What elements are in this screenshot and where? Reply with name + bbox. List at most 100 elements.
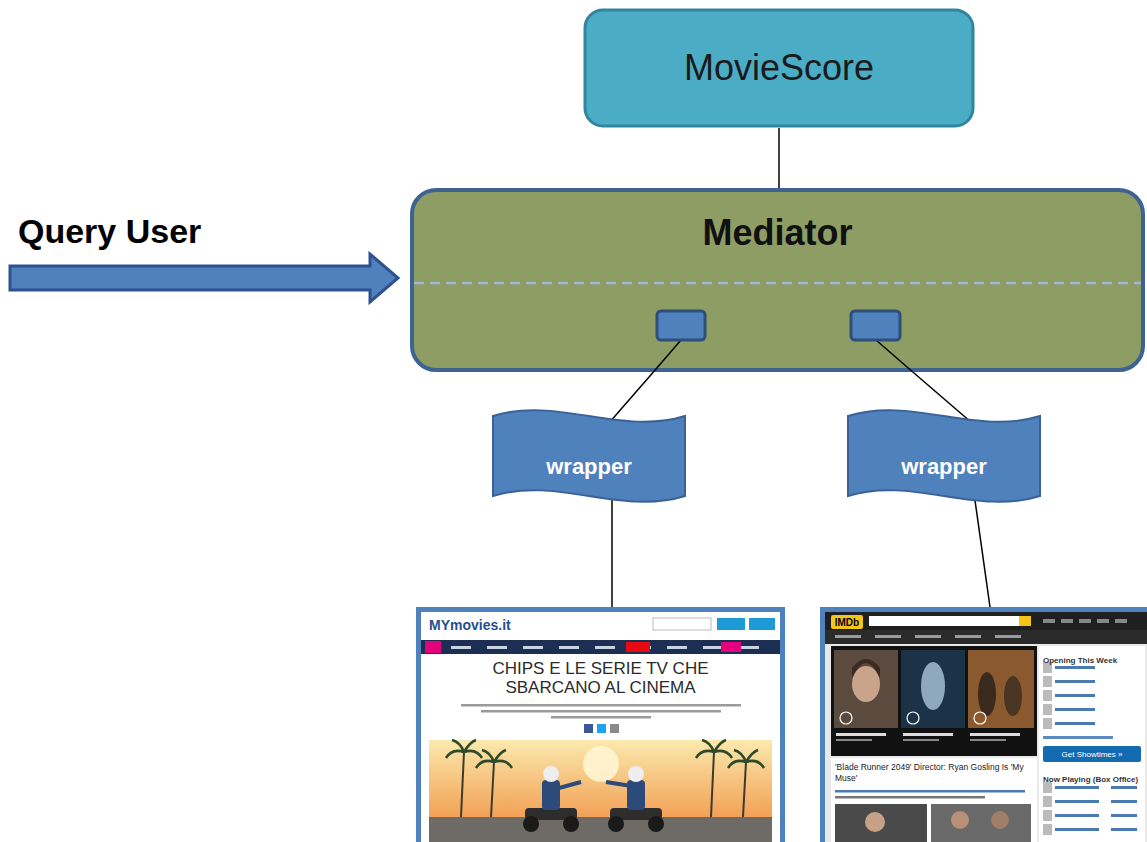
wheel	[648, 816, 664, 832]
palm-fronds	[446, 740, 482, 758]
list-line	[1055, 786, 1099, 789]
caption-line	[836, 733, 886, 736]
nav-item	[626, 642, 650, 652]
website-screenshot-outline	[825, 612, 1147, 842]
nav-item	[487, 646, 507, 649]
list-line	[1055, 828, 1099, 831]
list-line	[1043, 736, 1113, 739]
search-field	[653, 618, 711, 630]
text-line	[835, 790, 1025, 793]
list-line	[1055, 680, 1095, 683]
news-panel	[831, 758, 1037, 842]
port-stub	[653, 340, 681, 372]
list-thumb	[1043, 810, 1052, 821]
mediator-box: Mediator	[410, 188, 1145, 372]
port-square	[851, 311, 900, 340]
search-button	[1019, 616, 1031, 626]
rider-arm	[606, 782, 644, 788]
nav-item	[451, 646, 471, 649]
text-line	[481, 710, 721, 713]
menu-item	[835, 635, 861, 638]
nav-home	[425, 641, 441, 653]
wrapper-label: wrapper	[546, 454, 632, 480]
top-bar	[825, 612, 1147, 630]
wheel	[608, 816, 624, 832]
search-field	[869, 616, 1019, 626]
text-slot: MovieScore	[583, 8, 975, 128]
caption-line	[970, 733, 1020, 736]
menu-item	[995, 635, 1021, 638]
poster-face	[852, 666, 880, 702]
box-title: Mediator	[702, 212, 852, 254]
list-line	[1111, 786, 1137, 789]
list-line	[1055, 694, 1095, 697]
site-headline: CHIPS E LE SERIE TV CHE SBARCANO AL CINE…	[460, 659, 741, 697]
menu-item	[875, 635, 901, 638]
movie-still	[429, 740, 772, 842]
list-line	[1055, 708, 1095, 711]
poster-figure	[1004, 676, 1022, 716]
caption-line	[970, 739, 1006, 741]
road	[429, 817, 772, 842]
palm-trunk	[711, 752, 714, 817]
wrapper-banner: wrapper	[848, 406, 1040, 506]
website-screenshot: MYmovies.itCHIPS E LE SERIE TV CHE SBARC…	[416, 607, 785, 842]
caption-line	[903, 739, 939, 741]
connector-line	[975, 500, 990, 607]
text-slot: MYmovies.it	[429, 616, 629, 634]
actor-label: Query User	[18, 212, 201, 251]
wrapper-label: wrapper	[901, 454, 987, 480]
page-button	[749, 618, 775, 630]
nav-item	[721, 642, 741, 652]
poster-figure	[978, 672, 996, 716]
nav-item	[739, 646, 759, 649]
sun-glare	[583, 746, 619, 782]
text-slot: CHIPS E LE SERIE TV CHE SBARCANO AL CINE…	[460, 659, 741, 697]
nav-item	[595, 646, 615, 649]
text-slot: wrapper	[848, 428, 1040, 506]
top-icon	[1043, 619, 1055, 623]
list-thumb	[1043, 824, 1052, 835]
nav-item	[703, 646, 723, 649]
text-slot: 'Blade Runner 2049' Director: Ryan Gosli…	[835, 762, 1033, 785]
list-line	[1055, 800, 1099, 803]
page-button	[717, 618, 745, 630]
poster	[901, 650, 965, 728]
palm-fronds	[696, 740, 732, 758]
text-line	[835, 796, 985, 799]
wrapper-banner: wrapper	[493, 406, 685, 506]
list-line	[1111, 800, 1137, 803]
news-face	[951, 811, 969, 829]
wave-outline	[848, 410, 1040, 502]
news-photo	[835, 804, 927, 842]
top-icon	[1097, 619, 1109, 623]
page-background	[421, 612, 780, 842]
wave-outline	[493, 410, 685, 502]
rider-helmet	[543, 766, 559, 782]
page-background	[825, 612, 1147, 842]
connector-line	[778, 128, 780, 188]
site-logo: IMDb	[835, 617, 859, 628]
button-shape	[1043, 746, 1141, 762]
list-thumb	[1043, 690, 1052, 701]
list-line	[1055, 814, 1099, 817]
list-line	[1111, 814, 1137, 817]
poster	[834, 650, 898, 728]
source-box: MovieScore	[583, 8, 975, 128]
text-line	[551, 716, 651, 719]
nav-item	[559, 646, 579, 649]
text-slot: Now Playing (Box Office)	[1043, 768, 1143, 786]
rider-arm	[559, 782, 581, 788]
port-stub	[876, 340, 913, 372]
top-icon	[1079, 619, 1091, 623]
play-icon	[907, 712, 919, 724]
text-slot: IMDb	[831, 615, 863, 629]
list-thumb	[1043, 796, 1052, 807]
menu-item	[915, 635, 941, 638]
palm-trunk	[461, 752, 464, 817]
text-line	[461, 704, 741, 707]
list-line	[1111, 828, 1137, 831]
nav-item	[523, 646, 543, 649]
rider-helmet	[628, 766, 644, 782]
